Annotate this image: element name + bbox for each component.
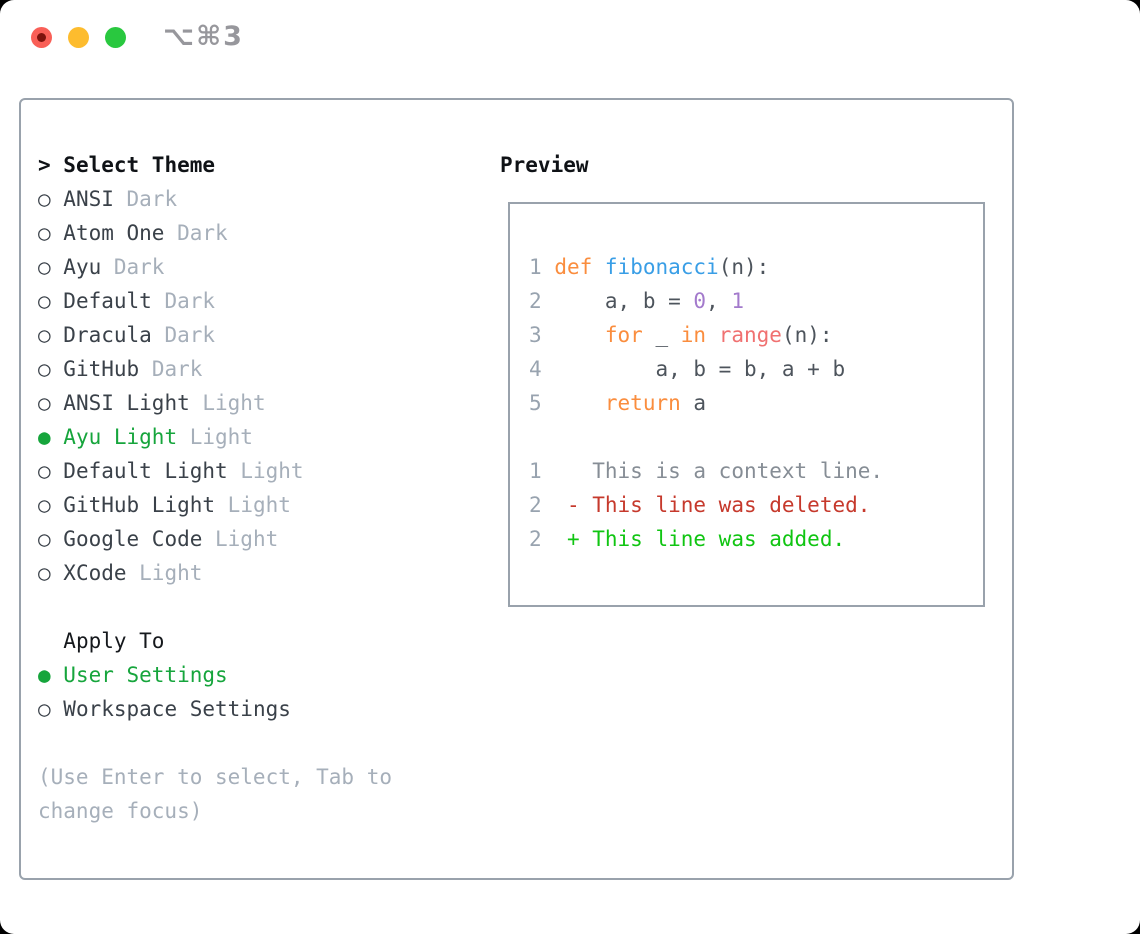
prompt-caret-icon: > [38,153,64,177]
line-number: 2 [529,527,542,551]
line-number: 1 [529,255,542,279]
code-preview-content: 1 def fibonacci(n): 2 a, b = 0, 1 3 for _ … [529,250,883,556]
select-theme-title: Select Theme [63,153,216,177]
radio-unselected-icon: ○ [38,561,51,585]
theme-name: ANSI [50,187,114,211]
radio-unselected-icon: ○ [38,221,51,245]
theme-option-default-light[interactable]: ○ Default Light Light [38,454,430,488]
radio-selected-icon: ● [38,425,51,449]
diff-line-added: 2 + This line was added. [529,522,883,556]
theme-name: ANSI Light [50,391,190,415]
theme-name: Default Light [50,459,228,483]
theme-picker-panel: > Select Theme ○ ANSI Dark○ Atom One Dar… [19,98,1014,880]
code-line: 3 for _ in range(n): [529,323,833,347]
line-number: 3 [529,323,542,347]
theme-variant-badge: Dark [101,255,165,279]
radio-unselected-icon: ○ [38,697,51,721]
radio-unselected-icon: ○ [38,493,51,517]
theme-name: Ayu Light [50,425,178,449]
theme-variant-badge: Dark [164,221,228,245]
theme-variant-badge: Dark [113,187,178,211]
diff-text: This line was deleted. [579,493,871,517]
radio-unselected-icon: ○ [38,459,51,483]
theme-option-github-light[interactable]: ○ GitHub Light Light [38,488,430,522]
theme-option-ayu-light[interactable]: ● Ayu Light Light [38,420,430,454]
window-shortcut-label: ⌥⌘3 [163,21,244,52]
diff-text: This line was added. [579,527,846,551]
apply-option-workspace-settings[interactable]: ○ Workspace Settings [38,692,430,726]
radio-unselected-icon: ○ [38,323,51,347]
theme-name: GitHub [50,357,140,381]
maximize-button[interactable] [105,27,126,48]
apply-to-list: ● User Settings○ Workspace Settings [38,658,430,726]
spacer [38,590,430,624]
radio-unselected-icon: ○ [38,255,51,279]
radio-unselected-icon: ○ [38,187,51,211]
theme-name: Google Code [50,527,203,551]
apply-option-label: Workspace Settings [50,697,291,721]
theme-name: Dracula [50,323,152,347]
theme-option-atom-one[interactable]: ○ Atom One Dark [38,216,430,250]
theme-name: GitHub Light [50,493,216,517]
radio-unselected-icon: ○ [38,289,51,313]
theme-variant-badge: Dark [151,289,216,313]
minimize-button[interactable] [68,27,89,48]
diff-marker-context [567,459,580,483]
line-number: 5 [529,391,542,415]
apply-to-header: Apply To [38,624,430,658]
theme-option-dracula[interactable]: ○ Dracula Dark [38,318,430,352]
unsaved-dot-icon [37,33,46,42]
theme-variant-badge: Light [177,425,253,449]
apply-option-label: User Settings [50,663,228,687]
code-line: 1 def fibonacci(n): [529,255,770,279]
radio-unselected-icon: ○ [38,391,51,415]
radio-selected-icon: ● [38,663,51,687]
radio-unselected-icon: ○ [38,357,51,381]
line-number: 2 [529,493,542,517]
theme-name: Default [50,289,152,313]
theme-variant-badge: Dark [151,323,216,347]
diff-line-context: 1 This is a context line. [529,454,883,488]
theme-option-github[interactable]: ○ GitHub Dark [38,352,430,386]
radio-unselected-icon: ○ [38,527,51,551]
theme-variant-badge: Dark [139,357,203,381]
spacer [38,726,430,760]
select-theme-header: > Select Theme [38,148,430,182]
theme-option-default[interactable]: ○ Default Dark [38,284,430,318]
code-preview-box: 1 def fibonacci(n): 2 a, b = 0, 1 3 for _ … [508,202,985,607]
diff-text: This is a context line. [579,459,884,483]
theme-list: ○ ANSI Dark○ Atom One Dark○ Ayu Dark○ De… [38,182,430,590]
theme-option-ayu[interactable]: ○ Ayu Dark [38,250,430,284]
line-number: 1 [529,459,542,483]
line-number: 4 [529,357,542,381]
theme-name: Atom One [50,221,165,245]
preview-title: Preview [500,153,589,177]
code-line: 4 a, b = b, a + b [529,357,846,381]
theme-variant-badge: Light [202,527,279,551]
theme-variant-badge: Light [215,493,291,517]
diff-marker-added: + [566,527,580,551]
diff-marker-deleted: - [566,493,580,517]
theme-option-xcode[interactable]: ○ XCode Light [38,556,430,590]
theme-option-ansi[interactable]: ○ ANSI Dark [38,182,430,216]
theme-option-ansi-light[interactable]: ○ ANSI Light Light [38,386,430,420]
theme-variant-badge: Light [227,459,304,483]
left-column: > Select Theme ○ ANSI Dark○ Atom One Dar… [38,148,430,828]
code-line: 2 a, b = 0, 1 [529,289,744,313]
apply-option-user-settings[interactable]: ● User Settings [38,658,430,692]
theme-option-google-code[interactable]: ○ Google Code Light [38,522,430,556]
diff-line-deleted: 2 - This line was deleted. [529,488,883,522]
apply-to-title: Apply To [63,629,165,653]
keyboard-hint: (Use Enter to select, Tab to change focu… [38,765,405,823]
code-line: 5 return a [529,391,707,415]
theme-variant-badge: Light [126,561,203,585]
theme-variant-badge: Light [189,391,266,415]
theme-name: Ayu [50,255,102,279]
theme-name: XCode [50,561,127,585]
line-number: 2 [529,289,542,313]
close-button[interactable] [31,27,52,48]
